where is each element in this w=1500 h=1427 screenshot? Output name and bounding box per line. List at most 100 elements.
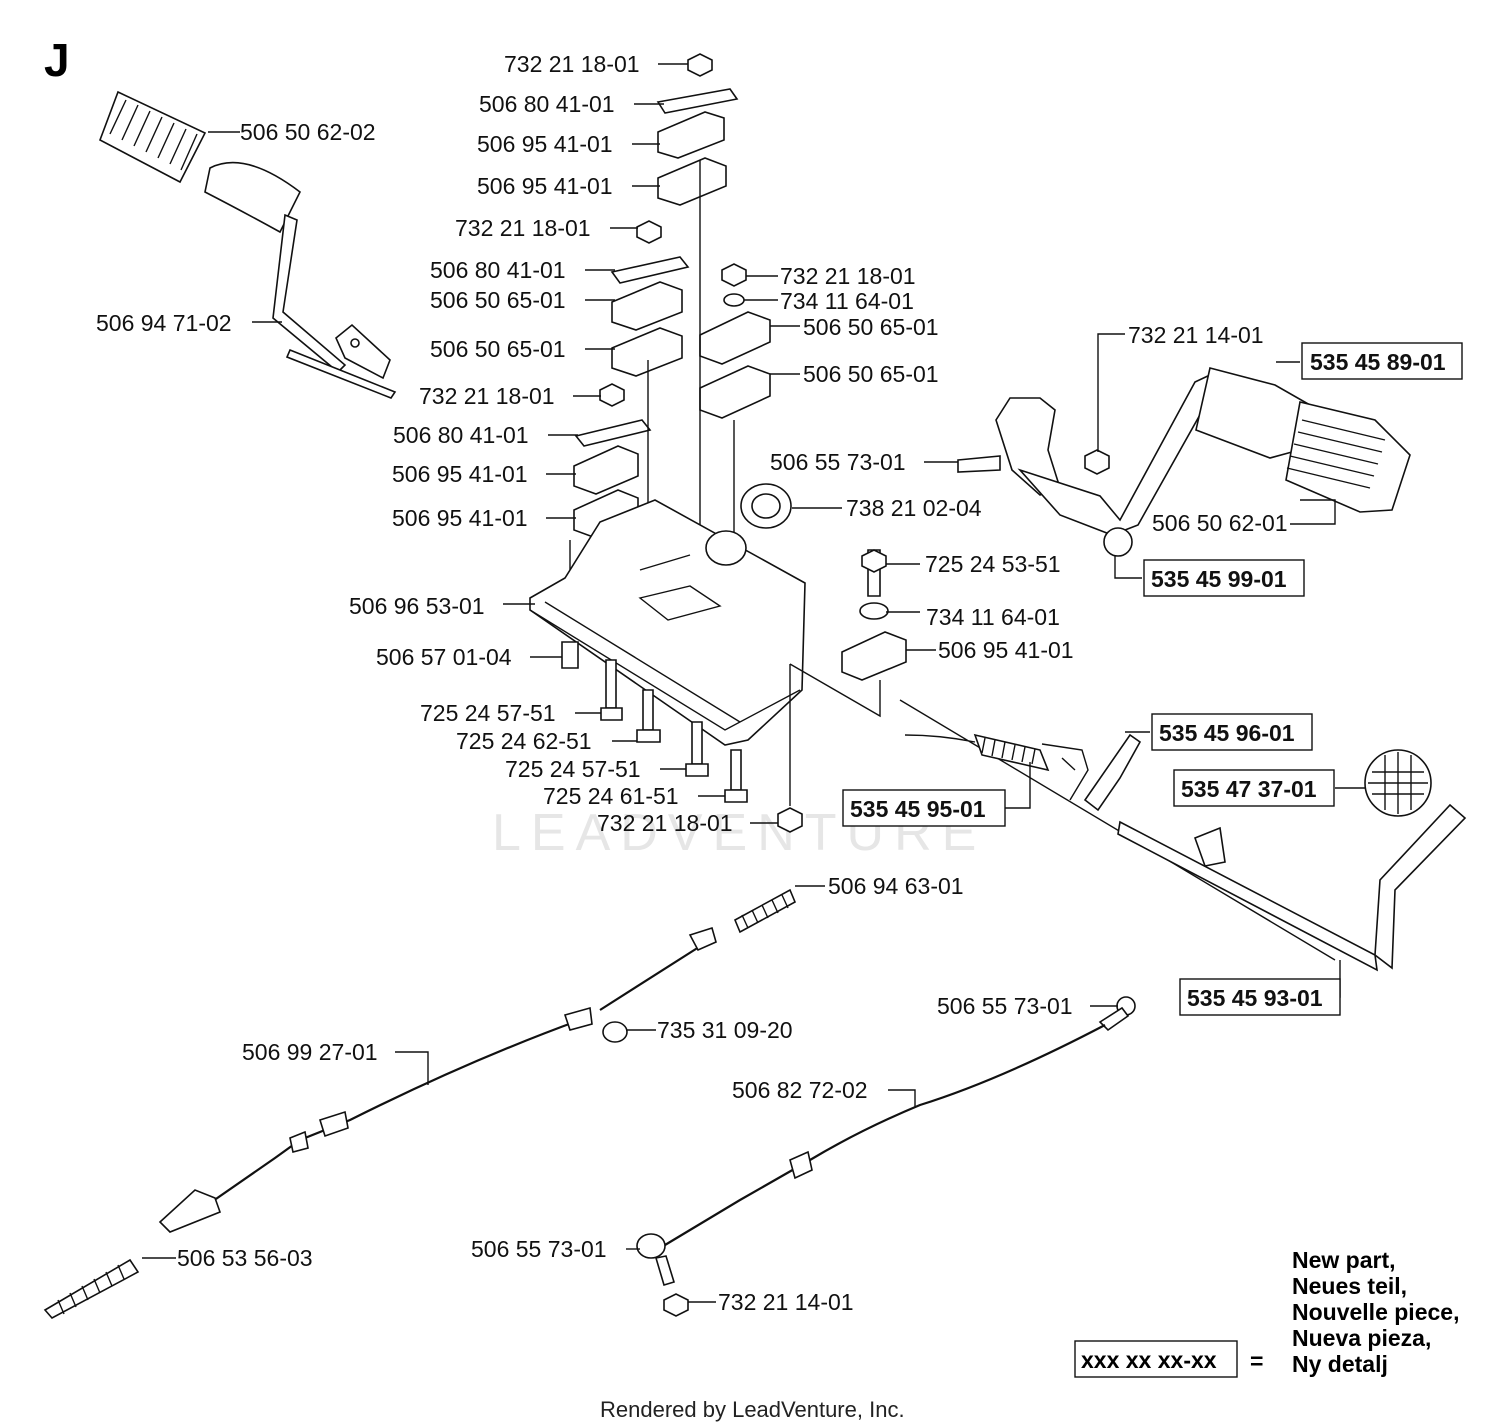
- rod: [1117, 820, 1378, 972]
- block: [657, 111, 725, 159]
- callout-label: 506 55 73-01: [770, 449, 906, 475]
- callout-label: 506 99 27-01: [242, 1039, 378, 1065]
- callout-label: 732 21 14-01: [718, 1289, 854, 1315]
- callout-label: 506 82 72-02: [732, 1077, 868, 1103]
- plate: [574, 419, 652, 447]
- callout-label: 506 80 41-01: [430, 257, 566, 283]
- callout-label: 506 50 65-01: [803, 314, 939, 340]
- callout-label: 725 24 61-51: [543, 783, 679, 809]
- callout-label: 506 55 73-01: [937, 993, 1073, 1019]
- right-rod-assembly: [899, 699, 1467, 972]
- callout-label: 506 50 65-01: [430, 336, 566, 362]
- new-part-box: [1301, 342, 1463, 380]
- legend-line: New part,: [1292, 1247, 1396, 1273]
- bracket: [995, 397, 1061, 496]
- callout-label: 506 95 41-01: [477, 173, 613, 199]
- callout-label: 506 50 62-02: [240, 119, 376, 145]
- section-letter: J: [44, 34, 70, 86]
- plate: [656, 88, 739, 114]
- block: [699, 365, 771, 419]
- block: [699, 311, 771, 365]
- legend-line: Nueva pieza,: [1292, 1325, 1431, 1351]
- bolt: [957, 455, 1001, 473]
- callout-label: 506 50 62-01: [1152, 510, 1288, 536]
- callout-label: 732 21 18-01: [455, 215, 591, 241]
- legend-equals: =: [1250, 1348, 1263, 1374]
- block: [611, 327, 683, 377]
- callout-label: 732 21 18-01: [780, 263, 916, 289]
- callout-label: 506 50 65-01: [803, 361, 939, 387]
- callout-label: 506 80 41-01: [393, 422, 529, 448]
- nut: [599, 383, 625, 407]
- callout-label-new: 535 45 96-01: [1159, 720, 1295, 746]
- callout-labels: 732 21 18-01 506 80 41-01 506 95 41-01 5…: [96, 51, 1463, 1315]
- spacer: [1103, 527, 1133, 557]
- leader-lines: [142, 63, 1365, 1303]
- callout-label: 725 24 57-51: [420, 700, 556, 726]
- callout-label-new: 535 45 93-01: [1187, 985, 1323, 1011]
- callout-label-new: 535 45 95-01: [850, 796, 986, 822]
- spring: [43, 1258, 140, 1320]
- top-stack-assembly: [569, 53, 771, 632]
- callout-label: 506 95 41-01: [392, 461, 528, 487]
- new-part-box: [1151, 713, 1313, 751]
- callout-label: 506 95 41-01: [392, 505, 528, 531]
- pedal-pad-left: [99, 90, 207, 184]
- left-pedal-assembly: [99, 90, 397, 399]
- spring: [973, 733, 1050, 772]
- block: [657, 157, 727, 206]
- legend-line: Ny detalj: [1292, 1351, 1388, 1377]
- callout-label: 734 11 64-01: [780, 288, 914, 314]
- callout-label: 506 96 53-01: [349, 593, 485, 619]
- lower-right-cable: [636, 996, 1136, 1317]
- nut: [687, 53, 713, 77]
- nut: [721, 263, 747, 287]
- new-part-box: [842, 789, 1006, 827]
- pedal-arm-left: [204, 161, 397, 399]
- callout-label: 506 55 73-01: [471, 1236, 607, 1262]
- callout-label: 506 94 63-01: [828, 873, 964, 899]
- new-part-box: [1173, 769, 1335, 807]
- washer: [723, 293, 745, 307]
- plate: [610, 256, 690, 284]
- nut: [636, 220, 662, 244]
- callout-label: 738 21 02-04: [846, 495, 982, 521]
- clip: [602, 1021, 628, 1043]
- callout-label: 506 53 56-03: [177, 1245, 313, 1271]
- callout-label-new: 535 45 89-01: [1310, 349, 1446, 375]
- callout-label: 506 95 41-01: [938, 637, 1074, 663]
- callout-label: 732 21 18-01: [419, 383, 555, 409]
- lower-left-cable: [43, 888, 797, 1320]
- callout-label: 725 24 57-51: [505, 756, 641, 782]
- legend-sample-box: [1074, 1340, 1238, 1378]
- legend-sample-code: xxx xx xx-xx: [1081, 1347, 1217, 1373]
- callout-label: 506 50 65-01: [430, 287, 566, 313]
- nut: [1084, 449, 1110, 475]
- callout-label: 734 11 64-01: [926, 604, 1060, 630]
- callout-label: 506 95 41-01: [477, 131, 613, 157]
- callout-label-new: 535 47 37-01: [1181, 776, 1317, 802]
- block: [573, 445, 639, 495]
- new-part-box: [1143, 559, 1305, 597]
- new-part-legend: xxx xx xx-xx = New part, Neues teil, Nou…: [1074, 1247, 1459, 1378]
- new-part-box: [1179, 978, 1341, 1016]
- callout-label: 506 80 41-01: [479, 91, 615, 117]
- right-pedal-assembly: [957, 367, 1411, 557]
- base-plate: [529, 483, 806, 746]
- legend-line: Neues teil,: [1292, 1273, 1407, 1299]
- clip-ring: [705, 530, 747, 566]
- footer-credit: Rendered by LeadVenture, Inc.: [600, 1397, 905, 1422]
- callout-label: 732 21 14-01: [1128, 322, 1264, 348]
- bracket: [1083, 733, 1142, 812]
- callout-label: 506 94 71-02: [96, 310, 232, 336]
- callout-label: 735 31 09-20: [657, 1017, 793, 1043]
- block: [611, 281, 683, 331]
- callout-label: 732 21 18-01: [597, 810, 733, 836]
- center-right-parts: [789, 549, 907, 718]
- callout-label: 732 21 18-01: [504, 51, 640, 77]
- legend-line: Nouvelle piece,: [1292, 1299, 1459, 1325]
- base-bolts: [561, 641, 803, 833]
- callout-label-new: 535 45 99-01: [1151, 566, 1287, 592]
